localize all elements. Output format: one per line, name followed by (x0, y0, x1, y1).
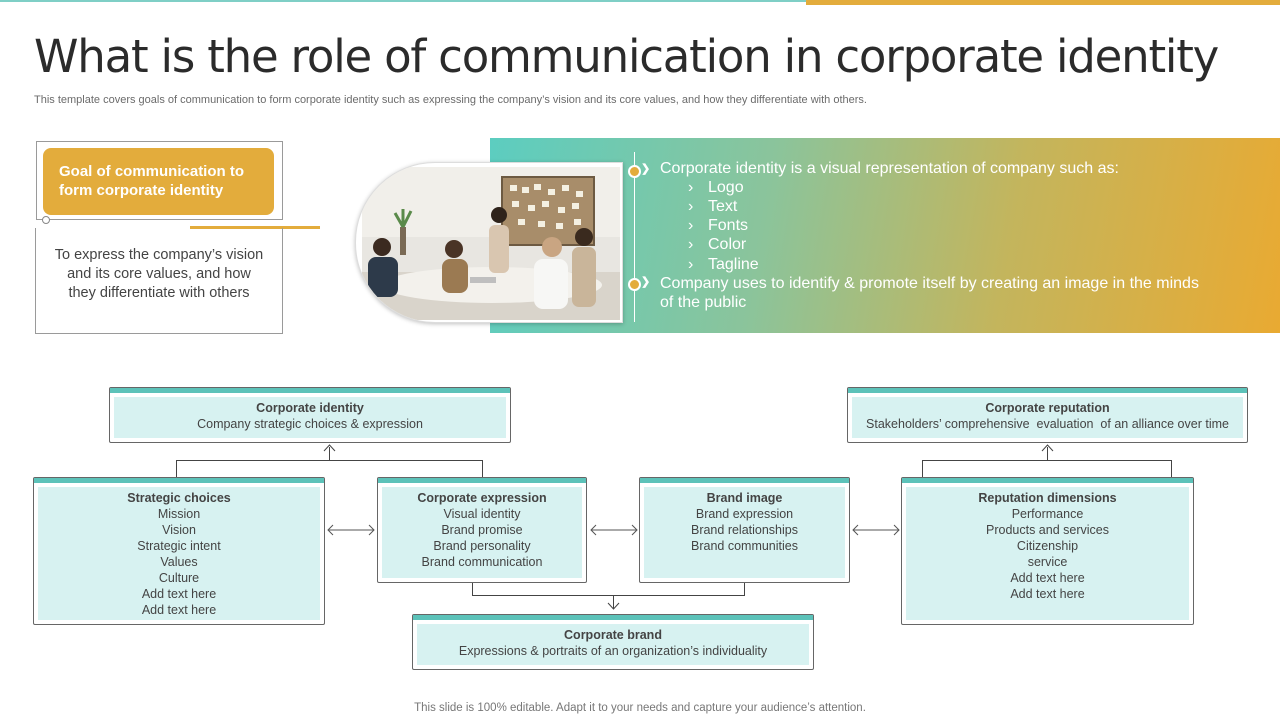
banner-point-2-line-2: of the public (660, 294, 747, 311)
box-heading: Corporate reputation (985, 401, 1110, 415)
box-line: Brand expression (695, 507, 794, 521)
arrow-up-icon (1041, 444, 1054, 452)
box-line: Visual identity (443, 507, 521, 521)
connector-reputation-stem (1047, 447, 1048, 460)
box-strategic-choices: Strategic choices Mission Vision Strateg… (33, 477, 325, 625)
subitem-fonts: Fonts (708, 217, 749, 234)
box-reputation-dimensions: Reputation dimensions Performance Produc… (901, 477, 1194, 625)
team-meeting-photo (355, 162, 623, 323)
connector-brand-bracket (472, 595, 745, 596)
box-corporate-expression: Corporate expression Visual identity Bra… (377, 477, 587, 583)
box-line: Brand promise (441, 523, 523, 537)
bullet-arrow-icon-2: ❯ (641, 276, 651, 288)
arrow-down-icon (607, 602, 620, 610)
box-line: Culture (158, 571, 200, 585)
bullet-ring-2 (628, 278, 641, 291)
connector-brand-left (472, 582, 473, 595)
connector-reputation-right (1171, 460, 1172, 478)
goal-heading: Goal of communication to form corporate … (43, 148, 274, 215)
box-line: Strategic intent (137, 539, 221, 553)
connector-reputation-left (922, 460, 923, 478)
box-line: Brand communication (421, 555, 543, 569)
box-corporate-brand: Corporate brand Expressions & portraits … (412, 614, 814, 670)
box-line: Brand personality (433, 539, 531, 553)
box-heading: Reputation dimensions (978, 491, 1117, 505)
subitem-arrow-icon: › (688, 198, 694, 215)
subitem-text: Text (708, 198, 738, 215)
subitem-tagline: Tagline (708, 256, 759, 273)
arrow-up-icon (323, 444, 336, 452)
double-arrow-icon (852, 524, 900, 536)
box-line: Mission (157, 507, 201, 521)
box-line: Performance (1011, 507, 1084, 521)
box-line: Company strategic choices & expression (197, 417, 423, 431)
goal-gold-line (190, 226, 320, 229)
bullet-arrow-icon-1: ❯ (641, 163, 651, 175)
slide-footer: This slide is 100% editable. Adapt it to… (414, 702, 866, 714)
subitem-arrow-icon: › (688, 179, 694, 196)
box-line: Add text here (141, 603, 217, 617)
connector-identity-stem (329, 447, 330, 460)
goal-connector-line (48, 219, 190, 220)
box-brand-image: Brand image Brand expression Brand relat… (639, 477, 850, 583)
box-line: Brand relationships (690, 523, 798, 537)
slide-subtitle: This template covers goals of communicat… (34, 94, 867, 106)
connector-brand-stem (613, 595, 614, 609)
box-heading: Corporate identity (256, 401, 364, 415)
subitem-arrow-icon: › (688, 236, 694, 253)
banner-point-2-line-1: Company uses to identify & promote itsel… (660, 275, 1199, 292)
double-arrow-icon (327, 524, 375, 536)
subitem-arrow-icon: › (688, 256, 694, 273)
box-line: Add text here (141, 587, 217, 601)
subitem-color: Color (708, 236, 747, 253)
box-heading: Strategic choices (127, 491, 231, 505)
box-heading: Brand image (706, 491, 783, 505)
box-line: Values (160, 555, 198, 569)
connector-reputation-bracket (922, 460, 1172, 461)
bullet-ring-1 (628, 165, 641, 178)
connector-identity-right (482, 460, 483, 478)
connector-identity-left (176, 460, 177, 478)
banner-timeline-line (634, 152, 635, 322)
connector-brand-right (744, 582, 745, 595)
goal-body: To express the company’s vision and its … (35, 228, 283, 334)
top-accent-teal (0, 0, 806, 2)
box-line: Products and services (986, 523, 1109, 537)
box-line: Add text here (1010, 571, 1085, 585)
banner-point-1: Corporate identity is a visual represent… (660, 160, 1119, 177)
box-heading: Corporate expression (417, 491, 547, 505)
box-line: Vision (162, 523, 196, 537)
box-line: service (1027, 555, 1068, 569)
box-corporate-identity: Corporate identity Company strategic cho… (109, 387, 511, 443)
box-heading: Corporate brand (564, 628, 662, 642)
box-line: Brand communities (691, 539, 798, 553)
goal-connector-dot (42, 216, 50, 224)
top-accent-gold (806, 0, 1280, 5)
subitem-arrow-icon: › (688, 217, 694, 234)
box-line: Stakeholders’ comprehensive evaluation o… (866, 417, 1229, 431)
slide-title: What is the role of communication in cor… (34, 30, 1219, 83)
double-arrow-icon (590, 524, 638, 536)
box-line: Add text here (1010, 587, 1085, 601)
box-line: Citizenship (1016, 539, 1079, 553)
connector-identity-bracket (176, 460, 483, 461)
box-corporate-reputation: Corporate reputation Stakeholders’ compr… (847, 387, 1248, 443)
meeting-photo-illustration (362, 167, 620, 320)
subitem-logo: Logo (708, 179, 744, 196)
box-line: Expressions & portraits of an organizati… (458, 644, 768, 658)
